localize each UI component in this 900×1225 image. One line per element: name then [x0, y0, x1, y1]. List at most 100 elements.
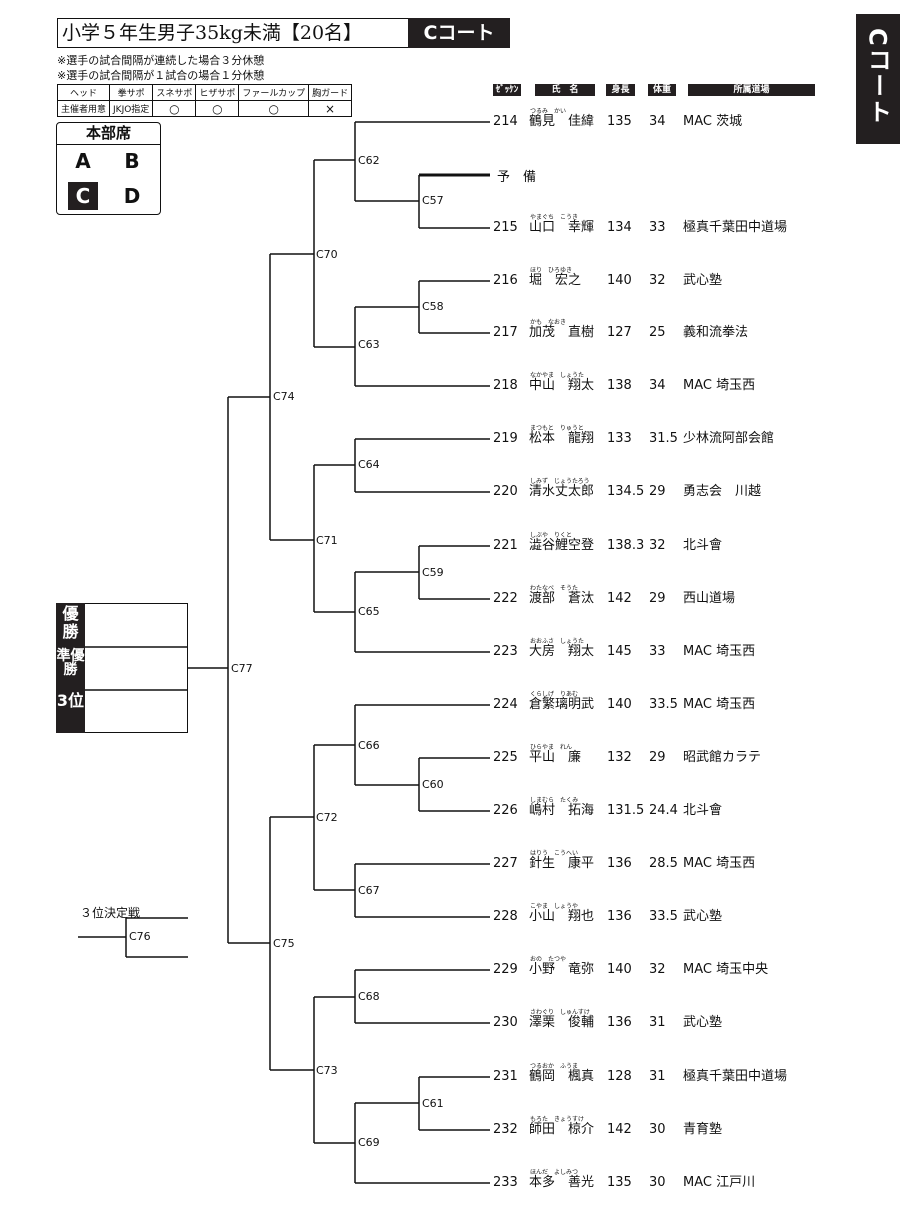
entry-weight: 33.5	[649, 909, 678, 924]
match-c68: C68	[358, 990, 380, 1003]
entry-weight: 31	[649, 1069, 666, 1084]
entry-dojo: 少林流阿部会館	[683, 431, 775, 446]
result-champion: 優勝	[56, 603, 85, 647]
court-d: D	[123, 184, 141, 208]
entry-weight: 29	[649, 591, 666, 606]
equip-value: ×	[308, 100, 353, 117]
entry-weight: 34	[649, 114, 666, 129]
entry-ruby: つるみ かい	[530, 108, 567, 115]
entry-ruby: まつもと りゅうと	[530, 425, 584, 432]
entry-name: 師田 椋介	[529, 1122, 595, 1137]
match-c63: C63	[358, 338, 380, 351]
entry-number: 230	[493, 1015, 518, 1030]
result-third: 3位	[56, 690, 85, 733]
match-c74: C74	[273, 390, 295, 403]
entry-height: 140	[607, 962, 632, 977]
col-name: 氏 名	[535, 84, 595, 96]
match-c61: C61	[422, 1097, 444, 1110]
entry-number: 228	[493, 909, 518, 924]
note-2: ※選手の試合間隔が１試合の場合１分休憩	[57, 69, 265, 82]
entry-ruby: わたなべ そうた	[530, 585, 579, 592]
entry-weight: 25	[649, 325, 666, 340]
entry-dojo: MAC 茨城	[683, 114, 743, 129]
entry-number: 219	[493, 431, 518, 446]
entry-height: 138.3	[607, 538, 645, 553]
entry-ruby: ひらやま れん	[530, 744, 573, 751]
reserve-label: 予 備	[497, 170, 537, 185]
entry-number: 232	[493, 1122, 518, 1137]
entry-height: 134	[607, 220, 632, 235]
equip-value: ○	[152, 100, 197, 117]
entry-height: 135	[607, 114, 632, 129]
entry-dojo: 極真千葉田中道場	[683, 220, 788, 235]
entry-dojo: MAC 埼玉西	[683, 697, 756, 712]
entry-dojo: 義和流拳法	[683, 325, 749, 340]
entry-dojo: MAC 埼玉西	[683, 856, 756, 871]
match-c73: C73	[316, 1064, 338, 1077]
entry-name: 堀 宏之	[529, 273, 582, 288]
entry-ruby: こやま しょうや	[530, 903, 579, 910]
entry-dojo: 青育塾	[683, 1122, 723, 1137]
equip-value: JKJO指定	[109, 100, 154, 117]
equipment-table: ヘッド 拳サポ スネサポ ヒザサポ ファールカップ 胸ガード 主催者用意 JKJ…	[56, 84, 353, 117]
match-c65: C65	[358, 605, 380, 618]
entry-height: 127	[607, 325, 632, 340]
entry-height: 128	[607, 1069, 632, 1084]
entry-number: 225	[493, 750, 518, 765]
entry-ruby: はりう こうへい	[530, 850, 579, 857]
third-place-label: ３位決定戦	[80, 906, 141, 920]
entry-name: 倉繁璃明武	[529, 697, 595, 712]
entry-number: 226	[493, 803, 518, 818]
entry-ruby: なかやま しょうた	[530, 372, 585, 379]
side-court-tab: Cコート	[856, 14, 900, 144]
entry-height: 136	[607, 1015, 632, 1030]
entry-weight: 33.5	[649, 697, 678, 712]
match-c64: C64	[358, 458, 380, 471]
entry-dojo: MAC 埼玉西	[683, 378, 756, 393]
entry-name: 平山 廉	[529, 750, 582, 765]
entry-number: 220	[493, 484, 518, 499]
entry-number: 216	[493, 273, 518, 288]
entry-weight: 29	[649, 484, 666, 499]
entry-ruby: ほり ひろゆき	[530, 267, 573, 274]
match-c71: C71	[316, 534, 338, 547]
equip-value: ○	[195, 100, 240, 117]
entry-ruby: しみず じょうたろう	[530, 478, 590, 485]
entry-name: 渡部 蒼汰	[529, 591, 595, 606]
entry-name: 澁谷鯉空登	[529, 538, 595, 553]
entry-height: 132	[607, 750, 632, 765]
entry-weight: 32	[649, 538, 666, 553]
entry-ruby: もろた きょうすけ	[530, 1116, 585, 1123]
court-b: B	[124, 149, 140, 173]
entry-height: 136	[607, 856, 632, 871]
match-c77: C77	[231, 662, 253, 675]
entry-dojo: 極真千葉田中道場	[683, 1069, 788, 1084]
match-c57: C57	[422, 194, 444, 207]
match-c59: C59	[422, 566, 444, 579]
honbu-box	[56, 122, 161, 215]
entry-name: 嶋村 拓海	[529, 803, 595, 818]
entry-name: 加茂 直樹	[529, 325, 595, 340]
col-weight: 体重	[648, 84, 676, 96]
entry-number: 227	[493, 856, 518, 871]
entry-dojo: 昭武館カラテ	[683, 750, 762, 765]
entry-ruby: さわぐり しゅんすけ	[530, 1009, 590, 1016]
entry-name: 大房 翔太	[529, 644, 595, 659]
entry-dojo: 武心塾	[683, 909, 723, 924]
entry-number: 223	[493, 644, 518, 659]
entry-weight: 31	[649, 1015, 666, 1030]
entry-number: 218	[493, 378, 518, 393]
entry-weight: 28.5	[649, 856, 678, 871]
entry-weight: 30	[649, 1122, 666, 1137]
col-dojo: 所属道場	[688, 84, 815, 96]
entry-name: 中山 翔太	[529, 378, 595, 393]
entry-weight: 32	[649, 962, 666, 977]
entry-weight: 32	[649, 273, 666, 288]
match-c69: C69	[358, 1136, 380, 1149]
entry-dojo: 西山道場	[683, 591, 736, 606]
court-tag: Cコート	[408, 18, 510, 48]
match-c76: C76	[129, 930, 151, 943]
entry-number: 217	[493, 325, 518, 340]
entry-name: 小野 竜弥	[529, 962, 595, 977]
